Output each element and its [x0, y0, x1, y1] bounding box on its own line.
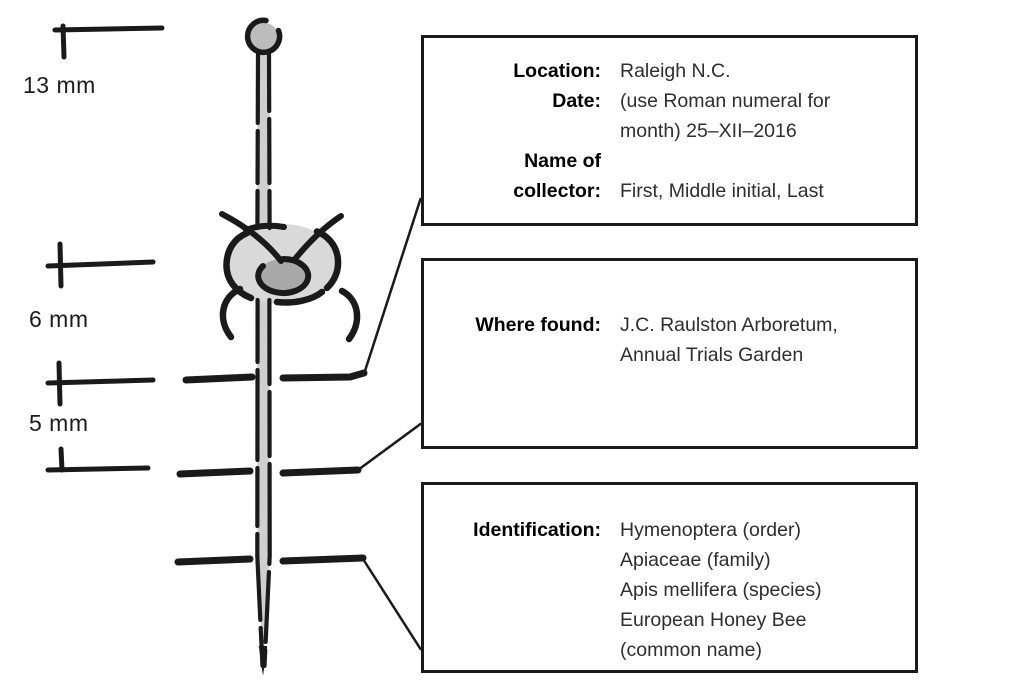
pin-label-line-1-right [279, 369, 368, 382]
field-value-where-found: J.C. Raulston Arboretum, Annual Trials G… [620, 314, 838, 366]
label-row-identification: Identification: Hymenoptera (order) Apia… [424, 515, 915, 665]
scale-tick-bottom-bar [58, 446, 65, 473]
pin-label-line-2-right [279, 466, 362, 477]
label-box-collection-data: Location: Raleigh N.C. Date: (use Roman … [421, 35, 918, 226]
field-value-date: (use Roman numeral for month) 25–XII–201… [620, 90, 831, 142]
label-row-date: Date: (use Roman numeral for month) 25–X… [424, 86, 915, 146]
scale-tick-5mm [45, 377, 156, 386]
label-row-collector: Name of collector: First, Middle initial… [424, 146, 915, 206]
pin-shaft-edge-upper-right [266, 50, 272, 231]
label-box-identification: Identification: Hymenoptera (order) Apia… [421, 482, 918, 673]
scale-tick-6mm-bar [57, 241, 64, 289]
pin-label-line-3-right [279, 554, 367, 565]
connector-line-2 [356, 422, 422, 472]
pin-label-line-1-left [182, 373, 256, 384]
insect-outline-right [313, 228, 342, 292]
pin-shaft-edge-lower-right [262, 297, 272, 669]
pin-shaft-upper [257, 50, 270, 229]
scale-tick-5mm-bar [56, 360, 63, 407]
field-name-collector: Name of collector: [513, 150, 601, 202]
pin-tip [258, 646, 268, 676]
label-row-where-found: Where found: J.C. Raulston Arboretum, An… [424, 310, 915, 370]
pin-label-line-3-left [174, 555, 254, 566]
insect-leg-left [219, 285, 244, 341]
field-value-collector: First, Middle initial, Last [620, 180, 824, 202]
scale-tick-bottom [45, 465, 151, 473]
insect-outline-bottom [273, 288, 326, 306]
insect-leg-right [338, 287, 361, 343]
field-name-location: Location: [513, 60, 601, 82]
measurement-label-13mm: 13 mm [23, 72, 96, 98]
pin-head [247, 22, 279, 52]
pin-shaft-edge-lower-left [255, 297, 265, 669]
pin-head-outline [244, 17, 283, 56]
pin-shaft-edge-upper-left [255, 50, 261, 231]
measurement-label-5mm: 5 mm [29, 410, 89, 436]
insect-antenna-left [219, 211, 284, 264]
field-value-identification: Hymenoptera (order) Apiaceae (family) Ap… [620, 519, 822, 661]
field-name-date: Date: [552, 90, 601, 112]
pin-label-line-2-left [176, 467, 254, 478]
insect-center-outline [255, 255, 312, 296]
label-row-location: Location: Raleigh N.C. [424, 56, 915, 86]
insect-antenna-right [292, 213, 344, 262]
scale-tick-13mm-top [52, 25, 165, 33]
insect-center [258, 259, 308, 293]
label-box-where-found: Where found: J.C. Raulston Arboretum, An… [421, 258, 918, 449]
field-name-identification: Identification: [473, 519, 601, 541]
connector-line-3 [361, 557, 422, 651]
scale-tick-6mm [45, 259, 156, 269]
pin-shaft-lower [257, 299, 270, 672]
field-name-where-found: Where found: [475, 314, 601, 336]
field-value-location: Raleigh N.C. [620, 60, 731, 82]
connector-line-1 [362, 197, 422, 376]
measurement-label-6mm: 6 mm [29, 306, 89, 332]
scale-tick-13mm-top-bar [60, 23, 67, 60]
